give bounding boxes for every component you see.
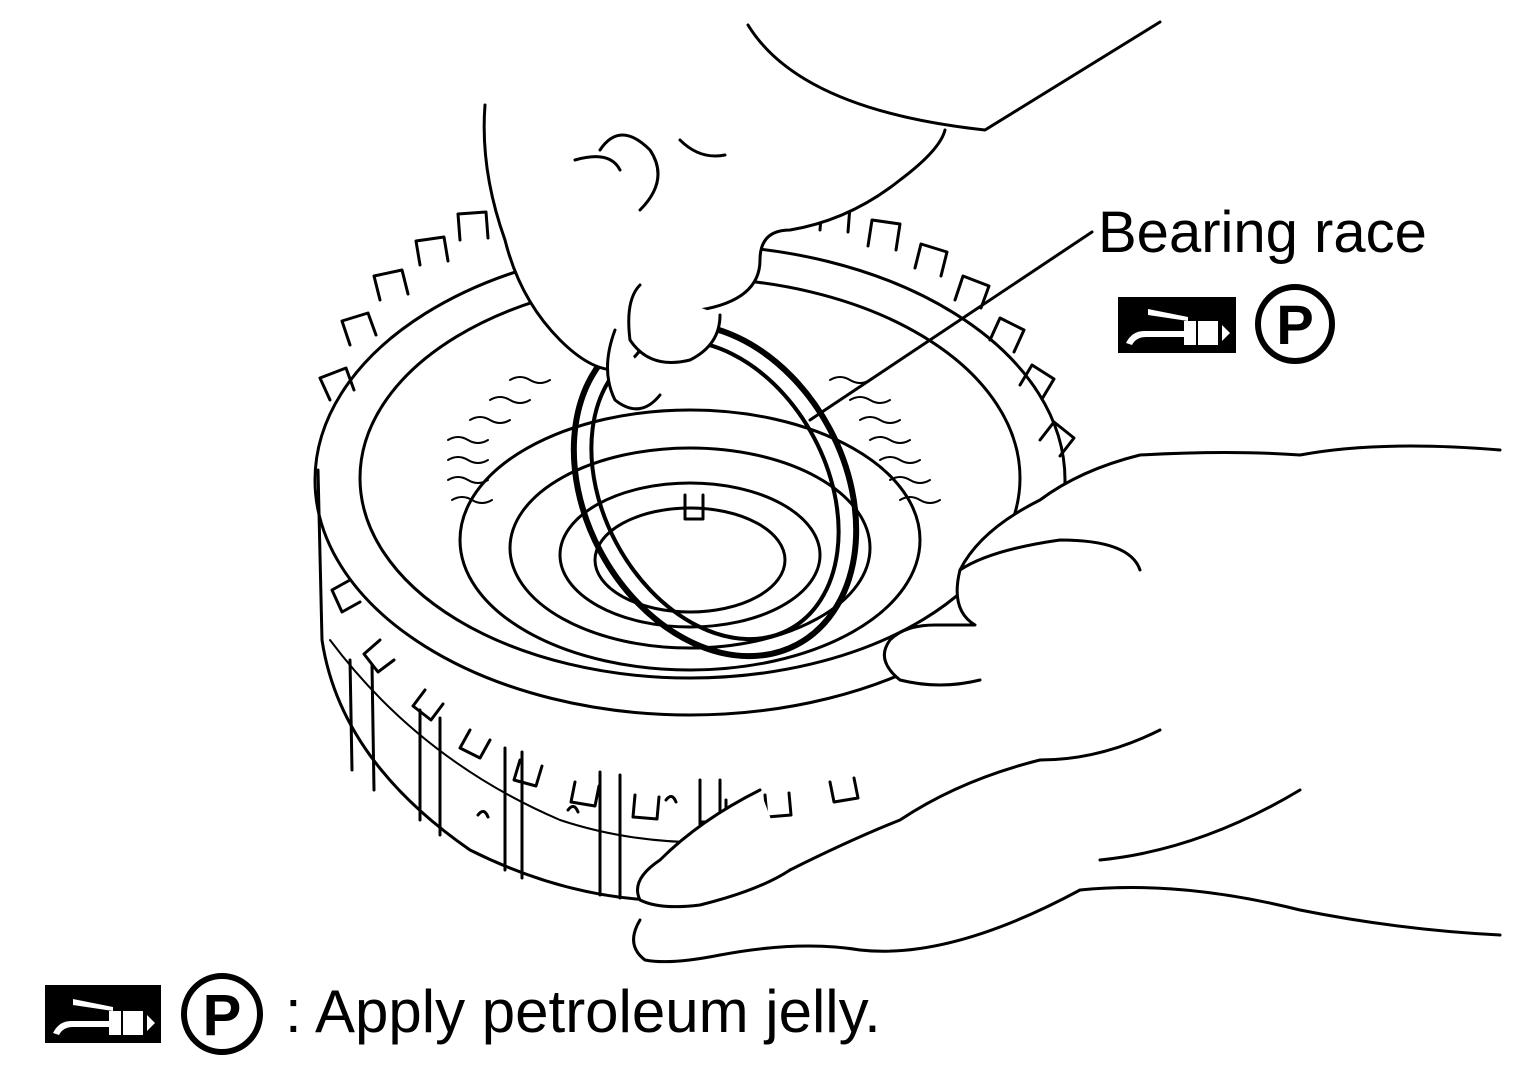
bottom-hand (632, 444, 1502, 964)
drum-side-left (316, 468, 652, 902)
drum-teeth-front (330, 578, 860, 824)
leader-line (808, 230, 1094, 422)
hub-ring-4 (593, 506, 787, 614)
hub-key (683, 493, 705, 521)
plate-texture-right (829, 376, 941, 504)
top-hand (482, 20, 1162, 411)
callout-grease-gun-icon (1118, 297, 1236, 353)
legend-text: : Apply petroleum jelly. (285, 978, 881, 1045)
legend-p-symbol: P (181, 973, 263, 1055)
plate-texture-left (447, 376, 551, 504)
hub-ring-1 (458, 408, 922, 672)
callout-p-letter: P (1276, 293, 1313, 356)
hub-ring-3 (558, 481, 822, 629)
legend-p-letter: P (203, 983, 242, 1048)
legend-grease-gun-icon (45, 985, 161, 1043)
hub-ring-2 (508, 446, 872, 650)
bearing-race-label: Bearing race (1098, 200, 1427, 265)
callout-p-symbol: P (1255, 284, 1335, 364)
drum-holes (476, 795, 678, 819)
